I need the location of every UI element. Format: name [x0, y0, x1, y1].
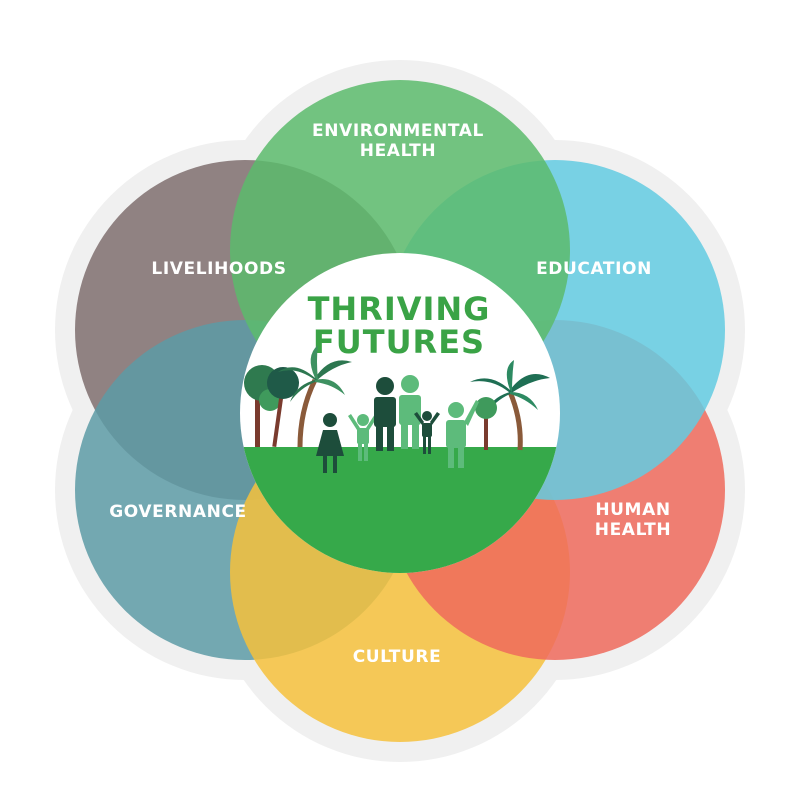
center-title-line1: THRIVING	[308, 290, 491, 328]
center-title-line2: FUTURES	[313, 323, 485, 361]
palm-tree-icon	[278, 345, 352, 448]
person-icon	[316, 413, 344, 473]
scene-illustration	[244, 345, 550, 473]
label-livelihoods: LIVELIHOODS	[151, 259, 286, 279]
label-human-health-line2: HEALTH	[595, 520, 671, 540]
label-environmental-health-line1: ENVIRONMENTAL	[312, 121, 484, 141]
person-icon	[399, 375, 421, 449]
label-governance: GOVERNANCE	[109, 502, 247, 522]
label-environmental-health-line2: HEALTH	[360, 141, 436, 161]
tree-icon	[244, 365, 299, 448]
people-icon	[316, 375, 479, 473]
petal-labels: ENVIRONMENTAL HEALTH EDUCATION HUMAN HEA…	[109, 121, 671, 667]
label-education: EDUCATION	[536, 259, 652, 279]
person-icon	[348, 414, 378, 461]
label-culture: CULTURE	[353, 647, 442, 667]
person-icon	[374, 377, 396, 451]
tree-icon	[475, 397, 497, 450]
person-icon	[446, 400, 479, 468]
palm-tree-icon	[470, 360, 550, 451]
person-icon	[414, 411, 440, 454]
label-human-health-line1: HUMAN	[595, 500, 670, 520]
